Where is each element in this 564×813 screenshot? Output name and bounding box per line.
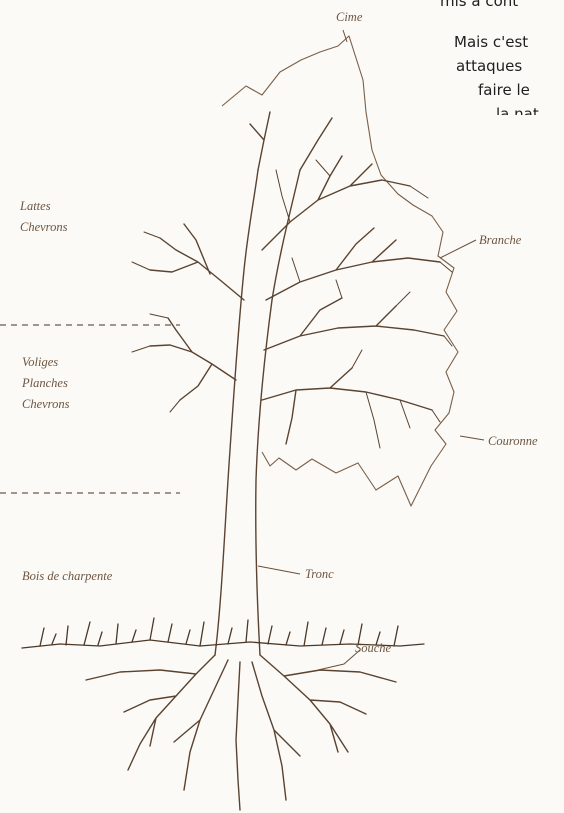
label-souche: Souche: [355, 638, 391, 659]
label-cime: Cime: [336, 7, 362, 28]
intro-line: mis à cont: [440, 0, 564, 13]
branch-left-upper: [150, 224, 244, 300]
zone-top-labels: Lattes Chevrons: [20, 196, 67, 238]
label-branche: Branche: [479, 230, 521, 251]
leader-branch: [250, 112, 332, 170]
zone-label: Bois de charpente: [22, 566, 112, 587]
souche-leader: [318, 650, 360, 670]
zone-label: Planches: [22, 373, 69, 394]
zone-label: Lattes: [20, 196, 67, 217]
zone-label: Voliges: [22, 352, 69, 373]
tronc-leader: [258, 566, 300, 574]
zone-label: Chevrons: [22, 394, 69, 415]
branch-right-3: [264, 298, 444, 350]
branch-left-lower: [150, 318, 236, 400]
intro-line: faire le: [478, 79, 564, 102]
branch-left-twigs: [132, 232, 180, 412]
intro-line: attaques: [456, 55, 564, 78]
branche-leader: [440, 240, 476, 258]
intro-text: mis à cont Mais c'est attaques faire le …: [440, 0, 564, 115]
branch-right-2: [266, 228, 440, 300]
zone-label: Chevrons: [20, 217, 67, 238]
trunk: [215, 170, 258, 655]
crown-outline: [222, 36, 458, 506]
couronne-leader: [460, 436, 484, 440]
branch-right-4: [262, 368, 432, 444]
zone-middle-labels: Voliges Planches Chevrons: [22, 352, 69, 415]
branch-right-twigs: [276, 160, 452, 448]
intro-line: Mais c'est: [454, 31, 564, 54]
label-couronne: Couronne: [488, 431, 538, 452]
zone-bottom-labels: Bois de charpente: [22, 566, 112, 587]
intro-line: la nat: [496, 103, 564, 115]
label-tronc: Tronc: [305, 564, 334, 585]
roots: [86, 655, 396, 810]
